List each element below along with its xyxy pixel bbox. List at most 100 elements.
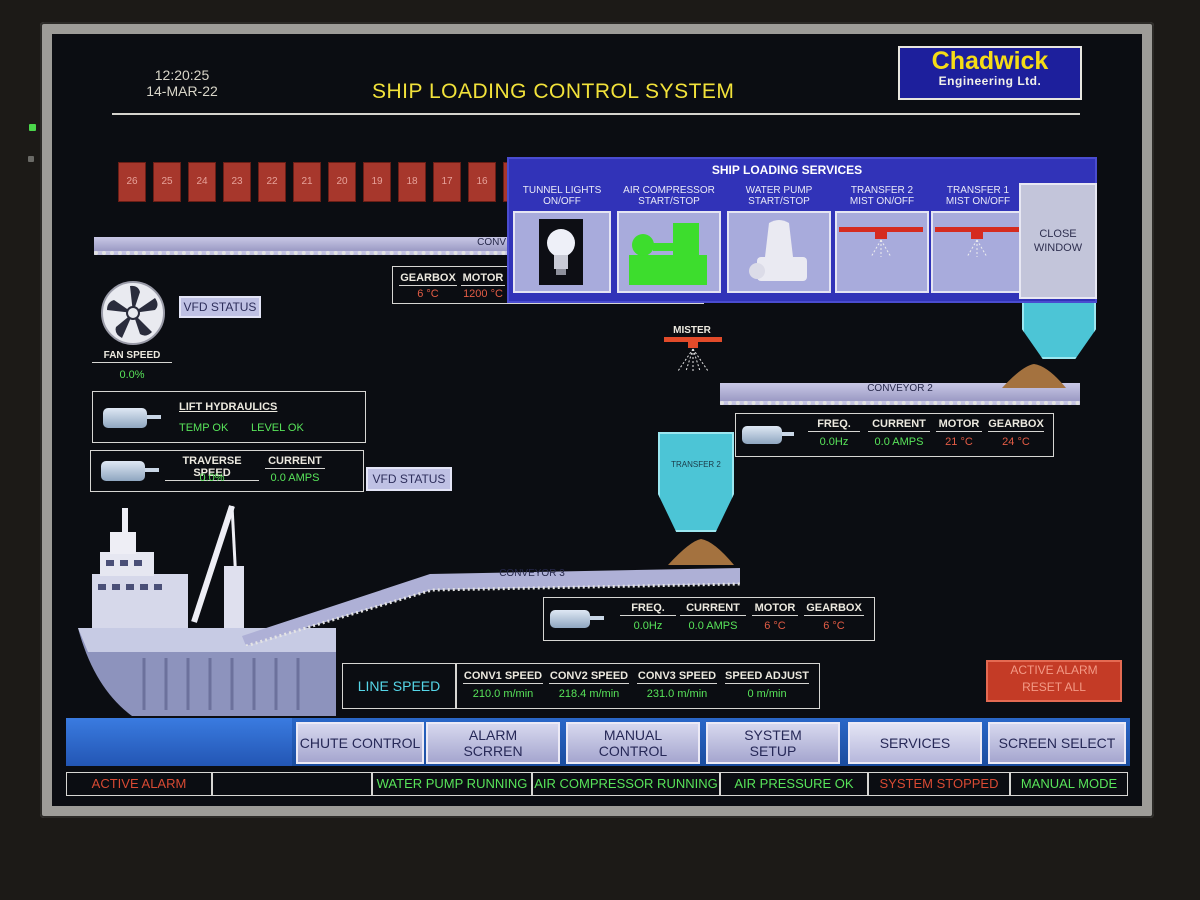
conv2-gearbox-value: 24 °C (1002, 436, 1030, 448)
system-setup-label-1: SYSTEM (744, 727, 802, 743)
traverse-panel: TRAVERSE SPEED 0.0% CURRENT 0.0 AMPS (90, 450, 364, 492)
transfer-1-mist-button[interactable]: TRANSFER 1 MIST ON/OFF (931, 185, 1025, 295)
ship-icon (74, 502, 336, 716)
manual-control-button[interactable]: MANUAL CONTROL (566, 722, 700, 764)
alarm-screen-label-1: ALARM (468, 727, 518, 743)
alarm-cell[interactable]: 25 (153, 162, 181, 202)
lift-hydraulics-panel: LIFT HYDRAULICS TEMP OK LEVEL OK (92, 391, 366, 443)
standby-led (28, 156, 34, 162)
alarm-cell[interactable]: 26 (118, 162, 146, 202)
alarm-cell[interactable]: 20 (328, 162, 356, 202)
fan-speed-label: FAN SPEED (92, 350, 172, 363)
air-compressor-tile[interactable] (617, 211, 721, 293)
transfer-1-mist-label-2: MIST ON/OFF (945, 196, 1011, 207)
tunnel-lights-tile[interactable] (513, 211, 611, 293)
alarm-cell[interactable]: 22 (258, 162, 286, 202)
mist-nozzle-icon[interactable] (664, 337, 722, 373)
air-compressor-label-1: AIR COMPRESSOR (623, 185, 715, 196)
water-pump-tile[interactable] (727, 211, 831, 293)
traverse-vfd-status-button[interactable]: VFD STATUS (366, 467, 452, 491)
alarm-cell[interactable]: 21 (293, 162, 321, 202)
logo-main-text: Chadwick (931, 47, 1049, 75)
company-logo: Chadwick Engineering Ltd. (898, 46, 1082, 100)
conv3-motor-value: 6 °C (764, 620, 786, 632)
conveyor-2[interactable]: CONVEYOR 2 (720, 383, 1080, 405)
alarm-cell[interactable]: 19 (363, 162, 391, 202)
conveyor-3-readout: FREQ. 0.0Hz CURRENT 0.0 AMPS MOTOR 6 °C … (543, 597, 875, 641)
transfer-1-mist-tile[interactable] (931, 211, 1025, 293)
alarm-cell[interactable]: 18 (398, 162, 426, 202)
screen-select-label: SCREEN SELECT (998, 735, 1116, 751)
chute-control-button[interactable]: CHUTE CONTROL (296, 722, 424, 764)
conv2-motor-value: 21 °C (945, 436, 973, 448)
system-setup-label-2: SETUP (749, 743, 797, 759)
status-empty (212, 772, 372, 796)
traverse-current-value: 0.0 AMPS (270, 472, 320, 484)
manual-control-label-2: CONTROL (598, 743, 668, 759)
conveyor-2-label: CONVEYOR 2 (867, 383, 933, 394)
air-compressor-button[interactable]: AIR COMPRESSOR START/STOP (617, 185, 721, 295)
fan-icon[interactable] (100, 280, 166, 346)
motor-shaft (147, 415, 161, 419)
motor-icon (742, 426, 782, 444)
transfer-1-mist-label-1: TRANSFER 1 (946, 185, 1010, 196)
conv2-current-value: 0.0 AMPS (874, 436, 924, 448)
conv2-speed-value: 218.4 m/min (558, 688, 620, 700)
motor-icon (101, 461, 145, 481)
conv3-gearbox-value: 6 °C (823, 620, 845, 632)
mister-label: MISTER (673, 325, 711, 336)
water-pump-label-1: WATER PUMP (745, 185, 813, 196)
hmi-screen: 12:20:25 14-MAR-22 SHIP LOADING CONTROL … (52, 34, 1142, 806)
gearbox-label: GEARBOX (399, 272, 457, 286)
tunnel-lights-label-1: TUNNEL LIGHTS (522, 185, 602, 196)
motor-shaft (145, 468, 159, 472)
water-pump-button[interactable]: WATER PUMP START/STOP (727, 185, 831, 295)
page-title: SHIP LOADING CONTROL SYSTEM (372, 80, 735, 103)
motor-label: MOTOR (461, 272, 505, 286)
conv3-speed-label: CONV3 SPEED (637, 670, 717, 684)
tunnel-lights-label-2: ON/OFF (543, 196, 581, 207)
motor-icon (550, 610, 590, 628)
screen-select-button[interactable]: SCREEN SELECT (988, 722, 1126, 764)
speed-adjust-value[interactable]: 0 m/min (747, 688, 787, 700)
conv2-speed-label: CONV2 SPEED (549, 670, 629, 684)
transfer-2-mist-button[interactable]: TRANSFER 2 MIST ON/OFF (835, 185, 929, 295)
services-button[interactable]: SERVICES (848, 722, 982, 764)
clock-date: 14-MAR-22 (146, 83, 218, 99)
conv3-motor-label: MOTOR (752, 602, 798, 616)
fan-vfd-status-button[interactable]: VFD STATUS (179, 296, 261, 318)
active-alarm-reset-button[interactable]: ACTIVE ALARM RESET ALL (986, 660, 1122, 702)
chute-control-label: CHUTE CONTROL (299, 735, 421, 751)
line-speed-label: LINE SPEED (357, 678, 441, 694)
motor-shaft (782, 432, 794, 436)
system-setup-button[interactable]: SYSTEM SETUP (706, 722, 840, 764)
transfer-2-label: TRANSFER 2 (671, 460, 721, 469)
conv3-current-label: CURRENT (680, 602, 746, 616)
alarm-indicator-row: 26 25 24 23 22 21 20 19 18 17 16 15 (118, 162, 531, 202)
tunnel-lights-button[interactable]: TUNNEL LIGHTS ON/OFF (513, 185, 611, 295)
ship-loading-services-popup: SHIP LOADING SERVICES TUNNEL LIGHTS ON/O… (507, 157, 1097, 303)
transfer-2-mist-label-1: TRANSFER 2 (850, 185, 914, 196)
logo-sub-text: Engineering Ltd. (938, 74, 1042, 88)
motor-icon (103, 408, 147, 428)
alarm-cell[interactable]: 16 (468, 162, 496, 202)
conv2-gearbox-label: GEARBOX (988, 418, 1044, 432)
material-pile (1002, 364, 1066, 388)
alarm-screen-button[interactable]: ALARM SCRREN (426, 722, 560, 764)
alarm-cell[interactable]: 23 (223, 162, 251, 202)
conv1-speed-value: 210.0 m/min (472, 688, 534, 700)
compressor-icon (625, 219, 711, 285)
conveyor-1[interactable]: CONV (94, 237, 514, 255)
material-pile (668, 539, 734, 565)
hopper-icon[interactable]: TRANSFER 2 (658, 432, 734, 532)
status-manual-mode: MANUAL MODE (1010, 772, 1128, 796)
alarm-cell[interactable]: 24 (188, 162, 216, 202)
alarm-cell[interactable]: 17 (433, 162, 461, 202)
air-compressor-label-2: START/STOP (638, 196, 700, 207)
conveyor-3-label: CONVEYOR 3 (499, 568, 565, 579)
manual-control-label-1: MANUAL (603, 727, 663, 743)
status-air-compressor: AIR COMPRESSOR RUNNING (532, 772, 720, 796)
transfer-2-mist-tile[interactable] (835, 211, 929, 293)
close-window-button[interactable]: CLOSE WINDOW (1019, 183, 1097, 299)
conv2-freq-label: FREQ. (808, 418, 860, 432)
